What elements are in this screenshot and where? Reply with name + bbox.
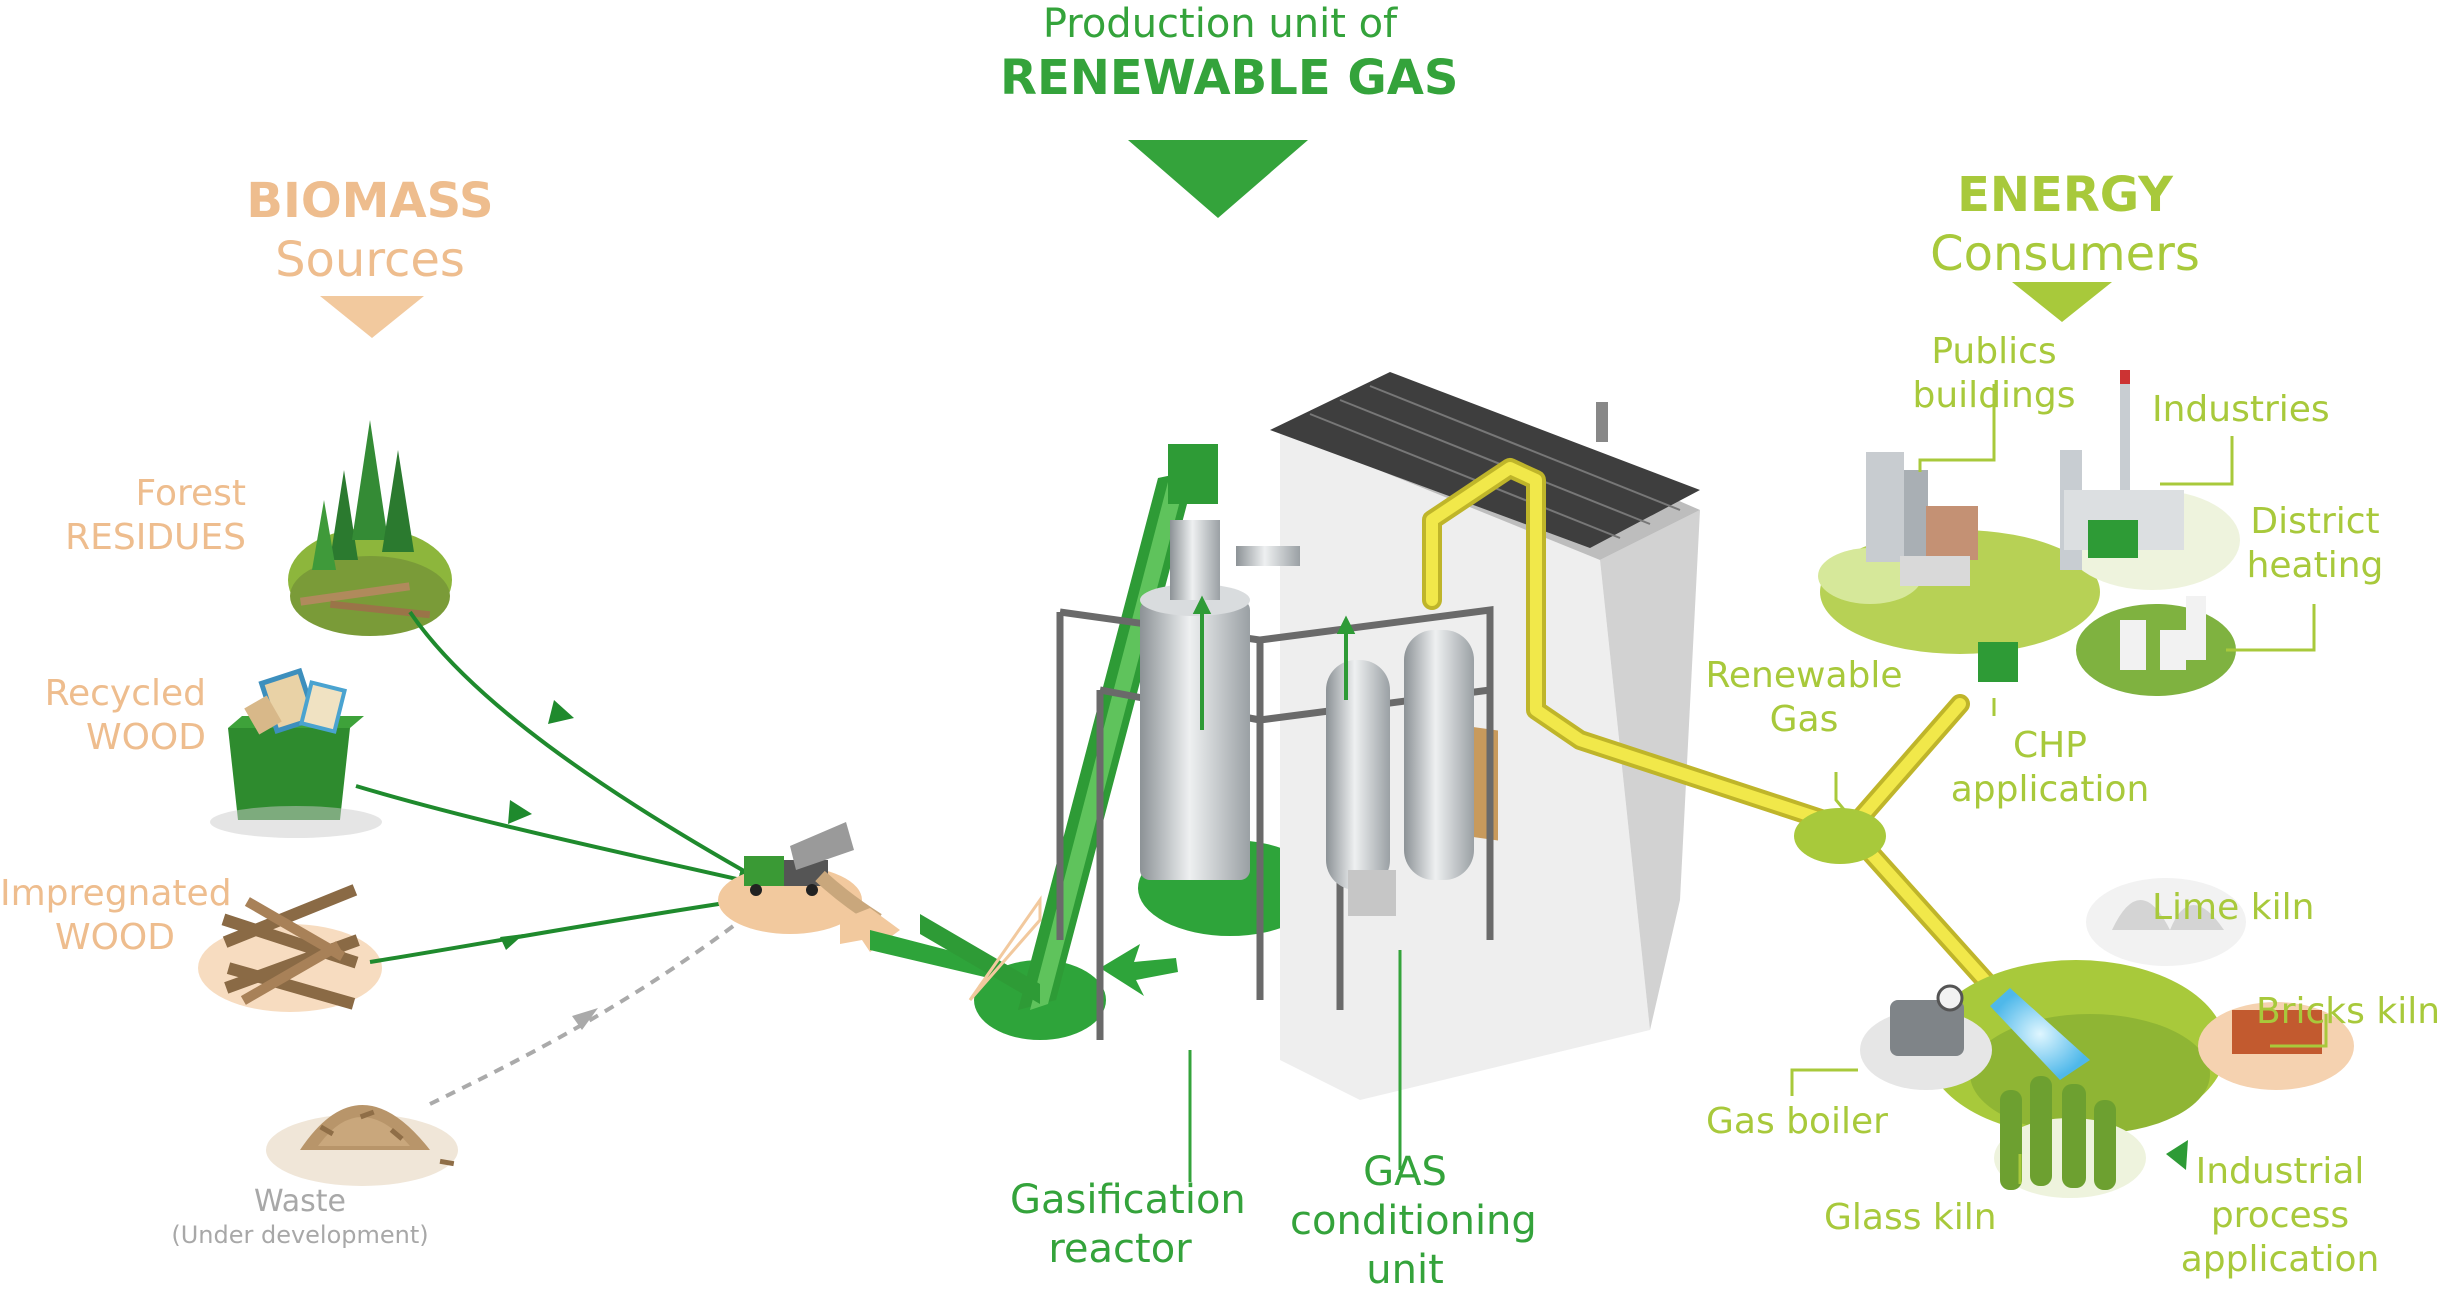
waste-pellets-icon — [266, 1105, 458, 1186]
gas-junction — [1794, 808, 1886, 864]
chp-application-label: CHP application — [1950, 725, 2150, 810]
reactor-up-arrows — [1192, 595, 1356, 730]
impregnated-flow-arrow — [369, 889, 757, 964]
biomass-subtitle: Sources — [275, 231, 465, 288]
industrial-process-label: Industrial process application — [2180, 1151, 2380, 1280]
gas-conditioning-vessels — [1326, 630, 1474, 916]
gas-boiler-label: Gas boiler — [1706, 1101, 1888, 1142]
forest-flow-arrow — [408, 610, 771, 886]
header-line2: RENEWABLE GAS — [1000, 49, 1459, 106]
lime-kiln-label: Lime kiln — [2152, 887, 2315, 928]
source-recycled-label: Recycled WOOD — [44, 673, 206, 758]
header-title: Production unit of RENEWABLE GAS — [1000, 0, 1459, 107]
energy-consumers-lower — [1860, 878, 2354, 1198]
energy-subtitle: Consumers — [1930, 225, 2200, 282]
renewable-gas-pipe — [1422, 458, 2000, 996]
energy-heading: ENERGY Consumers — [1900, 166, 2230, 283]
truck-unloading-icon — [718, 822, 882, 934]
bricks-kiln-label: Bricks kiln — [2256, 991, 2440, 1032]
energy-title: ENERGY — [1957, 167, 2173, 223]
conditioning-label: GAS conditioning unit — [1290, 1149, 1537, 1293]
leader-lines — [1188, 384, 2328, 1184]
recycled-flow-arrow — [355, 784, 762, 892]
header-line1: Production unit of — [1042, 1, 1398, 47]
district-heating-label: District heating — [2246, 501, 2384, 586]
source-forest-label: Forest RESIDUES — [65, 473, 246, 558]
industries-label: Industries — [2152, 389, 2330, 430]
source-waste-label: Waste (Under development) — [171, 1184, 429, 1249]
renewable-gas-label: Renewable Gas — [1705, 655, 1903, 740]
source-impregnated-label: Impregnated WOOD — [0, 873, 232, 958]
recycled-wood-icon — [210, 667, 382, 838]
energy-arrow — [2012, 282, 2112, 322]
gasification-reactor-vessel — [1140, 520, 1300, 880]
impregnated-wood-icon — [198, 884, 382, 1012]
biomass-title: BIOMASS — [246, 173, 494, 229]
process-pointer — [2166, 1140, 2188, 1170]
biomass-arrow — [320, 296, 424, 338]
publics-buildings-label: Publics buildings — [1912, 331, 2076, 416]
glass-kiln-label: Glass kiln — [1824, 1197, 1997, 1238]
chp-box-icon — [1978, 642, 2018, 682]
header-arrow — [1128, 140, 1308, 218]
energy-consumers-upper — [1818, 370, 2240, 696]
feedstock-arrows — [355, 610, 771, 1106]
biomass-heading: BIOMASS Sources — [200, 172, 540, 289]
forest-residues-icon — [288, 420, 452, 636]
reactor-label: Gasification reactor — [1010, 1177, 1246, 1272]
waste-flow-arrow — [429, 922, 738, 1106]
